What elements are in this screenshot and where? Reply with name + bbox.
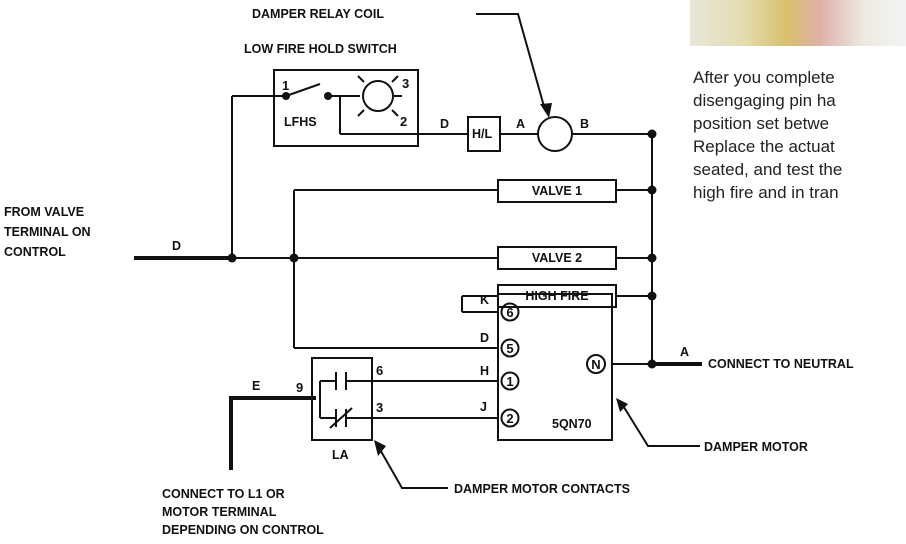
highfire-box-top — [497, 284, 617, 308]
junction — [647, 129, 657, 139]
junction — [289, 253, 299, 263]
la-terminal-9: 9 — [296, 380, 303, 395]
coil-leader — [476, 13, 546, 111]
wire-d-switch: D — [440, 117, 449, 131]
wire-h: H — [480, 364, 489, 378]
motor-model-label: 5QN70 — [552, 417, 592, 431]
junction — [647, 291, 657, 301]
switch-terminal-3: 3 — [402, 76, 409, 91]
note-line: disengaging pin ha — [693, 91, 836, 110]
from-valve-label-1: FROM VALVE — [4, 205, 84, 219]
wire-a-neutral: A — [680, 345, 689, 359]
lfhs-lamp — [362, 80, 394, 112]
valve2-label: VALVE 2 — [532, 251, 582, 265]
la-label: LA — [332, 448, 349, 462]
highfire-label: HIGH FIRE — [525, 289, 588, 303]
motor-terminal-6-label: 6 — [506, 305, 513, 320]
contacts-leader — [377, 445, 448, 489]
la-terminal-6: 6 — [376, 363, 383, 378]
lamp-rays — [357, 75, 399, 117]
switch-terminal-1: 1 — [282, 78, 289, 93]
instruction-text: After you complete disengaging pin ha po… — [693, 66, 906, 204]
junction — [647, 185, 657, 195]
junction — [647, 359, 657, 369]
switch-contact — [324, 92, 332, 100]
wire-letters: D D A B K D H J A E — [172, 117, 689, 414]
lfhs-label: LFHS — [284, 115, 317, 129]
e-lead — [229, 396, 316, 470]
hl-box — [467, 116, 501, 152]
contacts-arrow — [374, 440, 386, 456]
component-labels: LFHS H/L VALVE 1 VALVE 2 HIGH FIRE 5QN70… — [284, 115, 592, 462]
motor-terminal-n-label: N — [591, 357, 600, 372]
wire-e: E — [252, 379, 260, 393]
note-line: high fire and in tran — [693, 183, 839, 202]
note-line: Replace the actuat — [693, 137, 835, 156]
switch-blade — [285, 83, 321, 97]
wire-d-motor: D — [480, 331, 489, 345]
motor-leader — [621, 403, 700, 447]
wire-k: K — [480, 293, 489, 307]
wires — [134, 13, 702, 489]
switch-terminal-2: 2 — [400, 114, 407, 129]
motor-terminal-2-label: 2 — [506, 411, 513, 426]
lfhs-box — [273, 69, 419, 147]
note-line: position set betwe — [693, 114, 830, 133]
damper-relay-coil-label: DAMPER RELAY COIL — [252, 7, 384, 21]
junction — [647, 253, 657, 263]
wire-j: J — [480, 400, 487, 414]
connect-neutral-label: CONNECT TO NEUTRAL — [708, 357, 854, 371]
motor-terminal-6 — [500, 302, 520, 322]
from-valve-label-3: CONTROL — [4, 245, 66, 259]
valve2-box — [497, 246, 617, 270]
connect-l1-label-1: CONNECT TO L1 OR — [162, 487, 285, 501]
motor-terminal-1 — [500, 371, 520, 391]
actuator-photo — [690, 0, 906, 46]
motor-terminal-5 — [500, 338, 520, 358]
damper-motor-box — [497, 293, 613, 441]
low-fire-hold-switch-label: LOW FIRE HOLD SWITCH — [244, 42, 397, 56]
switch-pivot — [282, 92, 290, 100]
motor-terminal-5-label: 5 — [506, 341, 513, 356]
motor-arrow — [616, 398, 628, 412]
note-line: seated, and test the — [693, 160, 843, 179]
motor-terminal-2 — [500, 408, 520, 428]
connect-l1-label-3: DEPENDING ON CONTROL — [162, 523, 324, 537]
junction — [227, 253, 237, 263]
wire-b-coil: B — [580, 117, 589, 131]
note-line: After you complete — [693, 68, 835, 87]
valve1-label: VALVE 1 — [532, 184, 582, 198]
motor-terminal-n — [586, 354, 606, 374]
relay-coil — [537, 116, 573, 152]
la-terminal-3: 3 — [376, 400, 383, 415]
la-contacts — [319, 372, 372, 429]
hl-label: H/L — [472, 127, 493, 141]
damper-motor-label: DAMPER MOTOR — [704, 440, 808, 454]
wire-d-main: D — [172, 239, 181, 253]
coil-arrow — [540, 103, 552, 118]
damper-motor-contacts-label: DAMPER MOTOR CONTACTS — [454, 482, 630, 496]
motor-terminal-1-label: 1 — [506, 374, 513, 389]
from-valve-label-2: TERMINAL ON — [4, 225, 91, 239]
la-box — [311, 357, 373, 441]
connect-l1-label-2: MOTOR TERMINAL — [162, 505, 277, 519]
junctions — [227, 92, 657, 369]
labels: DAMPER RELAY COIL LOW FIRE HOLD SWITCH F… — [4, 7, 854, 537]
valve1-box — [497, 179, 617, 203]
terminal-numbers: 1 2 3 6 5 1 2 N 9 6 3 — [282, 76, 601, 426]
arrowheads — [374, 103, 628, 456]
wire-a-coil: A — [516, 117, 525, 131]
